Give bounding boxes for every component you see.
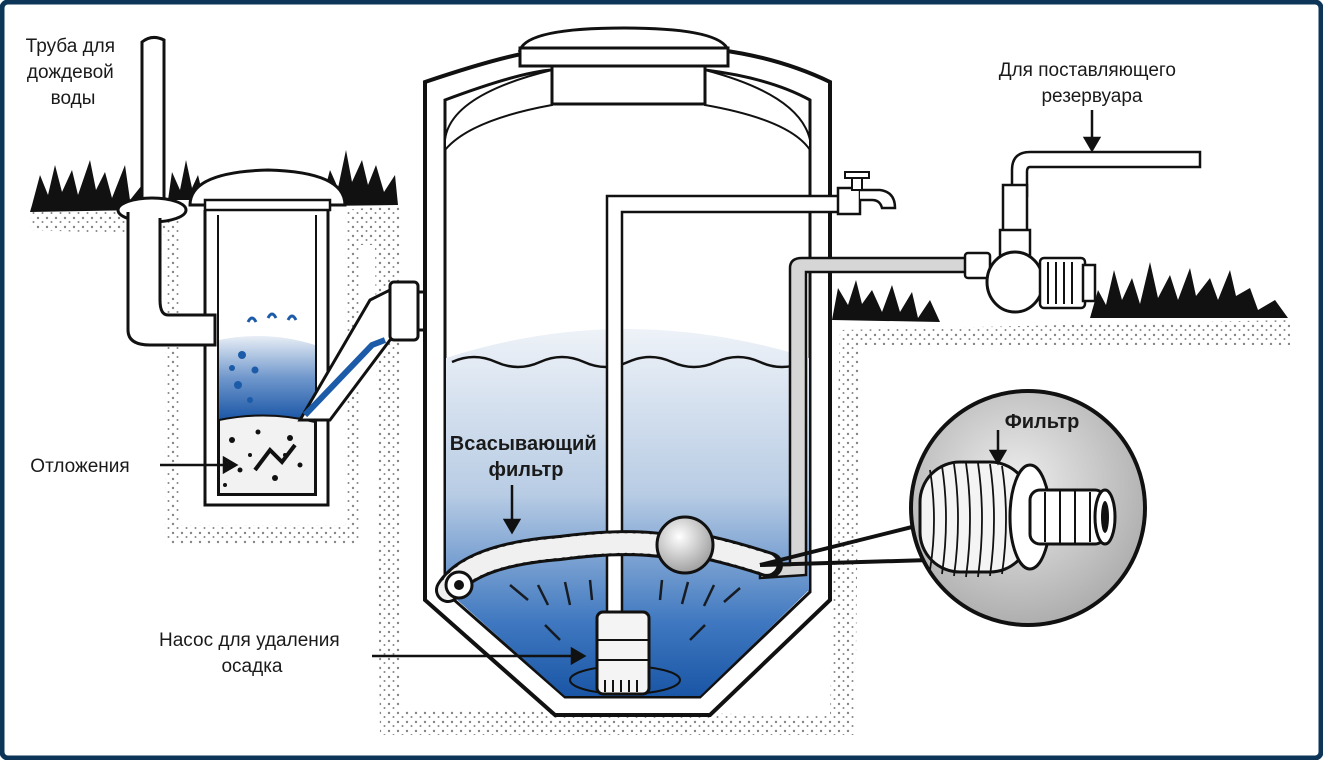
sludge-pump-label: Насос для удаления осадка (159, 630, 345, 677)
rain-pipe-label: Труба для дождевой воды (26, 36, 121, 109)
surface-pump (963, 150, 1202, 314)
float-ball (655, 515, 715, 575)
settling-well (188, 168, 347, 507)
suction-filter-label: Всасывающий фильтр (450, 433, 602, 481)
suction-pipe (758, 256, 977, 580)
grass-right (832, 262, 1288, 322)
soil (30, 200, 1290, 735)
suction-hose (435, 515, 783, 603)
filter-detail (759, 389, 1147, 627)
arrows (160, 110, 1102, 666)
sludge-pump (595, 610, 651, 696)
supply-tank-label: Для поставляющего резервуара (999, 60, 1182, 107)
rain-pipe (116, 35, 217, 347)
filter-label: Фильтр (1005, 411, 1080, 433)
sediment-label: Отложения (30, 456, 129, 477)
